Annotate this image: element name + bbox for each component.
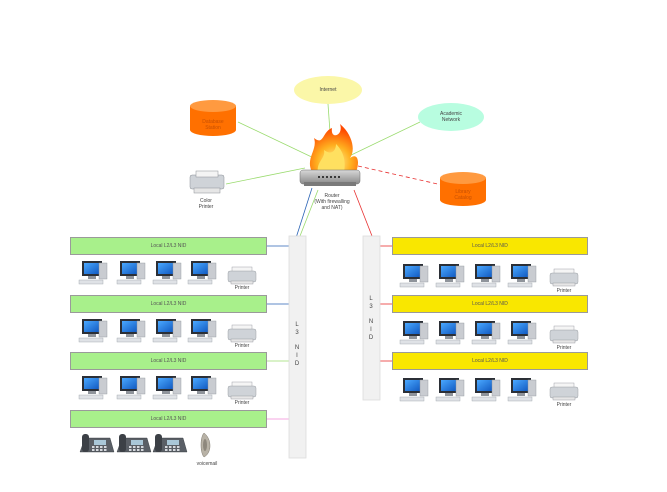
right-computer-icon-2-4 xyxy=(507,321,537,345)
right-core-letter-i: I xyxy=(370,327,372,333)
left-computer-icon-1-4 xyxy=(187,261,217,285)
left-core-letter-n: N xyxy=(294,345,300,351)
right-computer-icon-3-3 xyxy=(471,378,501,402)
left-printer-label-3: Printer xyxy=(234,400,250,406)
left-computer-icon-3-3 xyxy=(152,376,182,400)
router-links xyxy=(225,103,443,239)
database-right-label: Library Catalog xyxy=(454,189,472,201)
link-academic xyxy=(344,121,421,159)
right-core-letter-d: D xyxy=(368,335,374,341)
left-computer-icon-1-2 xyxy=(116,261,146,285)
right-core-nid xyxy=(362,235,381,401)
database-left-label: Database Station xyxy=(202,119,224,131)
left-computer-icon-3-2 xyxy=(116,376,146,400)
right-computer-icon-1-1 xyxy=(399,264,429,288)
left-core-letter-l: L xyxy=(295,322,299,328)
left-computer-icon-2-4 xyxy=(187,319,217,343)
right-printer-label-2: Printer xyxy=(556,345,572,351)
database-left-cylinder xyxy=(190,100,236,136)
right-nid-bar-3: Local L2/L3 NID xyxy=(392,352,588,370)
link-database-right xyxy=(357,165,443,186)
left-core-letter-i: I xyxy=(296,353,298,359)
left-core-letter-d: D xyxy=(294,361,300,367)
left-printer-label-1: Printer xyxy=(234,285,250,291)
right-computer-icon-1-2 xyxy=(435,264,465,288)
left-nid-bar-1: Local L2/L3 NID xyxy=(70,237,267,255)
right-computer-icon-2-1 xyxy=(399,321,429,345)
left-computer-icon-1-3 xyxy=(152,261,182,285)
right-computer-icon-2-3 xyxy=(471,321,501,345)
right-printer-icon-3 xyxy=(549,382,579,401)
left-printer-icon-2 xyxy=(227,324,257,343)
right-core-letter-n: N xyxy=(368,319,374,325)
academic-network-label: Academic Network xyxy=(440,111,462,123)
left-core-letter-3: 3 xyxy=(295,330,299,336)
right-computer-icon-1-4 xyxy=(507,264,537,288)
internet-cloud xyxy=(294,76,362,104)
left-printer-icon-3 xyxy=(227,381,257,400)
right-computer-icon-1-3 xyxy=(471,264,501,288)
right-core-links xyxy=(380,245,392,362)
link-left-core-blue xyxy=(295,187,313,239)
left-computer-icon-2-3 xyxy=(152,319,182,343)
router-label: Router (With firewalling and NAT) xyxy=(314,193,350,211)
ip-phone-icon-3 xyxy=(152,434,188,453)
right-printer-label-1: Printer xyxy=(556,288,572,294)
color-printer-label: Color Printer xyxy=(198,198,214,210)
left-printer-label-2: Printer xyxy=(234,343,250,349)
right-nid-bar-1: Local L2/L3 NID xyxy=(392,237,588,255)
left-computer-icon-3-1 xyxy=(78,376,108,400)
left-core-links xyxy=(267,245,289,420)
end-devices xyxy=(78,261,579,458)
left-nid-bar-2: Local L2/L3 NID xyxy=(70,295,267,313)
right-printer-label-3: Printer xyxy=(556,402,572,408)
link-database-left xyxy=(237,121,319,161)
left-computer-icon-2-1 xyxy=(78,319,108,343)
router-firewall-icon xyxy=(299,124,361,186)
right-core-letter-l: L xyxy=(369,296,373,302)
link-right-core xyxy=(353,189,373,237)
ip-phone-icon-1 xyxy=(79,434,115,453)
left-computer-icon-3-4 xyxy=(187,376,217,400)
right-printer-icon-1 xyxy=(549,268,579,287)
right-printer-icon-2 xyxy=(549,325,579,344)
left-computer-icon-2-2 xyxy=(116,319,146,343)
ip-phone-icon-2 xyxy=(116,434,152,453)
academic-network xyxy=(418,103,484,131)
left-nid-bar-3: Local L2/L3 NID xyxy=(70,352,267,370)
voicemail-icon xyxy=(200,432,211,458)
voicemail-label: voicemail xyxy=(196,461,218,467)
link-left-core-green xyxy=(299,189,319,237)
right-core-letter-3: 3 xyxy=(369,304,373,310)
right-nid-bar-2: Local L2/L3 NID xyxy=(392,295,588,313)
left-nid-bar-4: Local L2/L3 NID xyxy=(70,410,267,428)
internet-label: Internet xyxy=(319,87,337,93)
right-computer-icon-3-1 xyxy=(399,378,429,402)
left-printer-icon-1 xyxy=(227,266,257,285)
right-computer-icon-2-2 xyxy=(435,321,465,345)
database-right-cylinder xyxy=(440,172,486,206)
color-printer-icon xyxy=(189,170,225,194)
link-color-printer xyxy=(225,167,306,185)
right-computer-icon-3-4 xyxy=(507,378,537,402)
left-core-nid xyxy=(288,235,307,459)
right-computer-icon-3-2 xyxy=(435,378,465,402)
left-computer-icon-1-1 xyxy=(78,261,108,285)
